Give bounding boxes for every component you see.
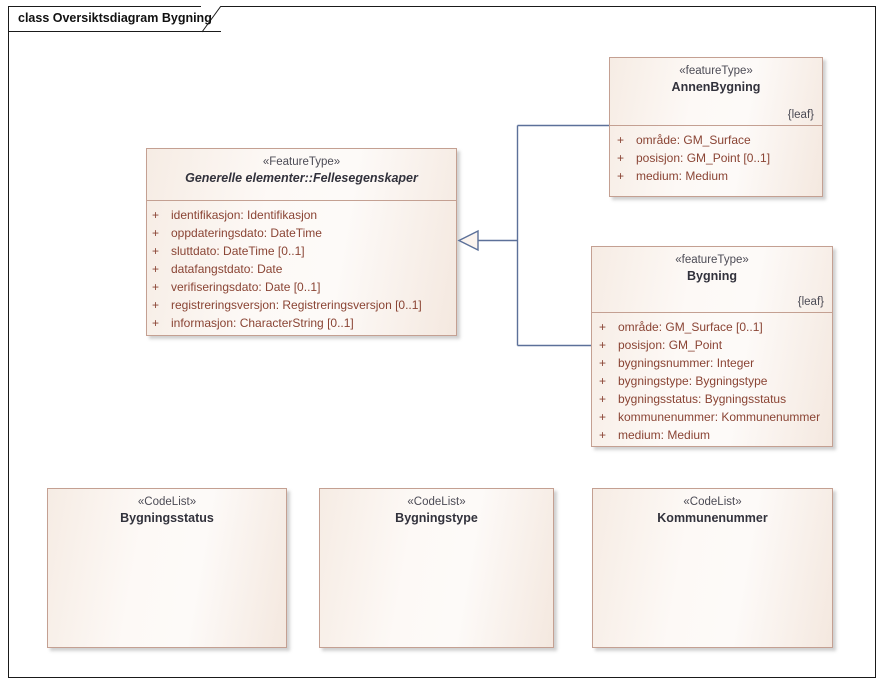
- class-attribute: + posisjon: GM_Point: [592, 336, 832, 354]
- class-header-bygningsstatus: «CodeList» Bygningsstatus: [48, 489, 286, 539]
- class-stereotype: «CodeList»: [683, 496, 742, 508]
- diagram-title-tab[interactable]: class Oversiktsdiagram Bygning: [8, 6, 222, 33]
- class-header-fellesegenskaper: «FeatureType» Generelle elementer::Felle…: [147, 149, 456, 201]
- class-leaf-marker: {leaf}: [797, 296, 824, 308]
- attribute-visibility: +: [599, 320, 607, 334]
- diagram-title-tab-slant: [201, 6, 222, 33]
- class-stereotype: «featureType»: [679, 65, 753, 77]
- class-attribute: + område: GM_Surface: [610, 131, 822, 149]
- class-name: Generelle elementer::Fellesegenskaper: [185, 171, 418, 185]
- attribute-signature: område: GM_Surface [0..1]: [618, 320, 763, 334]
- uml-class-bygning[interactable]: «featureType» Bygning {leaf} + område: G…: [591, 246, 833, 447]
- class-name: Bygning: [687, 269, 737, 283]
- class-attribute: + informasjon: CharacterString [0..1]: [147, 314, 456, 332]
- attribute-visibility: +: [599, 392, 607, 406]
- attribute-visibility: +: [152, 316, 160, 330]
- attribute-signature: datafangstdato: Date: [171, 262, 283, 276]
- attribute-visibility: +: [599, 338, 607, 352]
- class-name: Bygningsstatus: [120, 511, 214, 525]
- attribute-signature: informasjon: CharacterString [0..1]: [171, 316, 354, 330]
- class-attributes-bygning: + område: GM_Surface [0..1] + posisjon: …: [592, 313, 832, 447]
- uml-class-fellesegenskaper[interactable]: «FeatureType» Generelle elementer::Felle…: [146, 148, 457, 336]
- attribute-signature: bygningsnummer: Integer: [618, 356, 755, 370]
- attribute-signature: bygningsstatus: Bygningsstatus: [618, 392, 787, 406]
- attribute-visibility: +: [599, 356, 607, 370]
- class-attribute: + registreringsversjon: Registreringsver…: [147, 296, 456, 314]
- class-attribute: + bygningsstatus: Bygningsstatus: [592, 390, 832, 408]
- attribute-signature: verifiseringsdato: Date [0..1]: [171, 280, 321, 294]
- attribute-signature: kommunenummer: Kommunenummer: [618, 410, 821, 424]
- attribute-signature: bygningstype: Bygningstype: [618, 374, 768, 388]
- attribute-visibility: +: [599, 374, 607, 388]
- attribute-signature: identifikasjon: Identifikasjon: [171, 208, 318, 222]
- attribute-visibility: +: [617, 169, 625, 183]
- class-attribute: + medium: Medium: [610, 167, 822, 185]
- diagram-title-tab-body: [8, 6, 202, 32]
- uml-class-annenbygning[interactable]: «featureType» AnnenBygning {leaf} + områ…: [609, 57, 823, 197]
- diagram-title-label: class Oversiktsdiagram Bygning: [18, 11, 212, 25]
- class-attribute: + bygningstype: Bygningstype: [592, 372, 832, 390]
- class-leaf-marker: {leaf}: [787, 109, 814, 121]
- attribute-visibility: +: [617, 151, 625, 165]
- attribute-visibility: +: [152, 244, 160, 258]
- class-header-bygningstype: «CodeList» Bygningstype: [320, 489, 553, 539]
- class-stereotype: «CodeList»: [137, 496, 197, 508]
- class-stereotype: «FeatureType»: [262, 156, 341, 168]
- class-attribute: + identifikasjon: Identifikasjon: [147, 206, 456, 224]
- uml-class-kommunenummer[interactable]: «CodeList» Kommunenummer: [592, 488, 833, 648]
- attribute-visibility: +: [599, 410, 607, 424]
- uml-class-bygningsstatus[interactable]: «CodeList» Bygningsstatus: [47, 488, 287, 648]
- class-attributes-annenbygning: + område: GM_Surface + posisjon: GM_Poin…: [610, 126, 822, 197]
- attribute-visibility: +: [152, 208, 160, 222]
- class-attribute: + oppdateringsdato: DateTime: [147, 224, 456, 242]
- attribute-visibility: +: [617, 133, 625, 147]
- class-name: Bygningstype: [395, 511, 478, 525]
- class-attribute: + område: GM_Surface [0..1]: [592, 318, 832, 336]
- class-attributes-fellesegenskaper: + identifikasjon: Identifikasjon + oppda…: [147, 201, 456, 336]
- attribute-signature: posisjon: GM_Point [0..1]: [636, 151, 771, 165]
- attribute-signature: sluttdato: DateTime [0..1]: [171, 244, 305, 258]
- uml-class-bygningstype[interactable]: «CodeList» Bygningstype: [319, 488, 554, 648]
- class-attribute: + kommunenummer: Kommunenummer: [592, 408, 832, 426]
- attribute-signature: medium: Medium: [636, 169, 729, 183]
- class-name: AnnenBygning: [671, 80, 761, 94]
- class-attribute: + datafangstdato: Date: [147, 260, 456, 278]
- attribute-signature: oppdateringsdato: DateTime: [171, 226, 322, 240]
- class-name: Kommunenummer: [657, 511, 768, 525]
- attribute-signature: medium: Medium: [618, 428, 711, 442]
- class-header-kommunenummer: «CodeList» Kommunenummer: [593, 489, 832, 539]
- class-attribute: + medium: Medium: [592, 426, 832, 444]
- class-stereotype: «featureType»: [675, 254, 749, 266]
- attribute-visibility: +: [152, 262, 160, 276]
- class-attribute: + bygningsnummer: Integer: [592, 354, 832, 372]
- attribute-signature: registreringsversjon: Registreringsversj…: [171, 298, 422, 312]
- attribute-signature: område: GM_Surface: [636, 133, 751, 147]
- attribute-visibility: +: [152, 298, 160, 312]
- class-attribute: + sluttdato: DateTime [0..1]: [147, 242, 456, 260]
- class-stereotype: «CodeList»: [407, 496, 466, 508]
- attribute-signature: posisjon: GM_Point: [618, 338, 723, 352]
- attribute-visibility: +: [599, 428, 607, 442]
- class-header-annenbygning: «featureType» AnnenBygning {leaf}: [610, 58, 822, 126]
- attribute-visibility: +: [152, 280, 160, 294]
- class-attribute: + verifiseringsdato: Date [0..1]: [147, 278, 456, 296]
- class-attribute: + posisjon: GM_Point [0..1]: [610, 149, 822, 167]
- class-header-bygning: «featureType» Bygning {leaf}: [592, 247, 832, 313]
- attribute-visibility: +: [152, 226, 160, 240]
